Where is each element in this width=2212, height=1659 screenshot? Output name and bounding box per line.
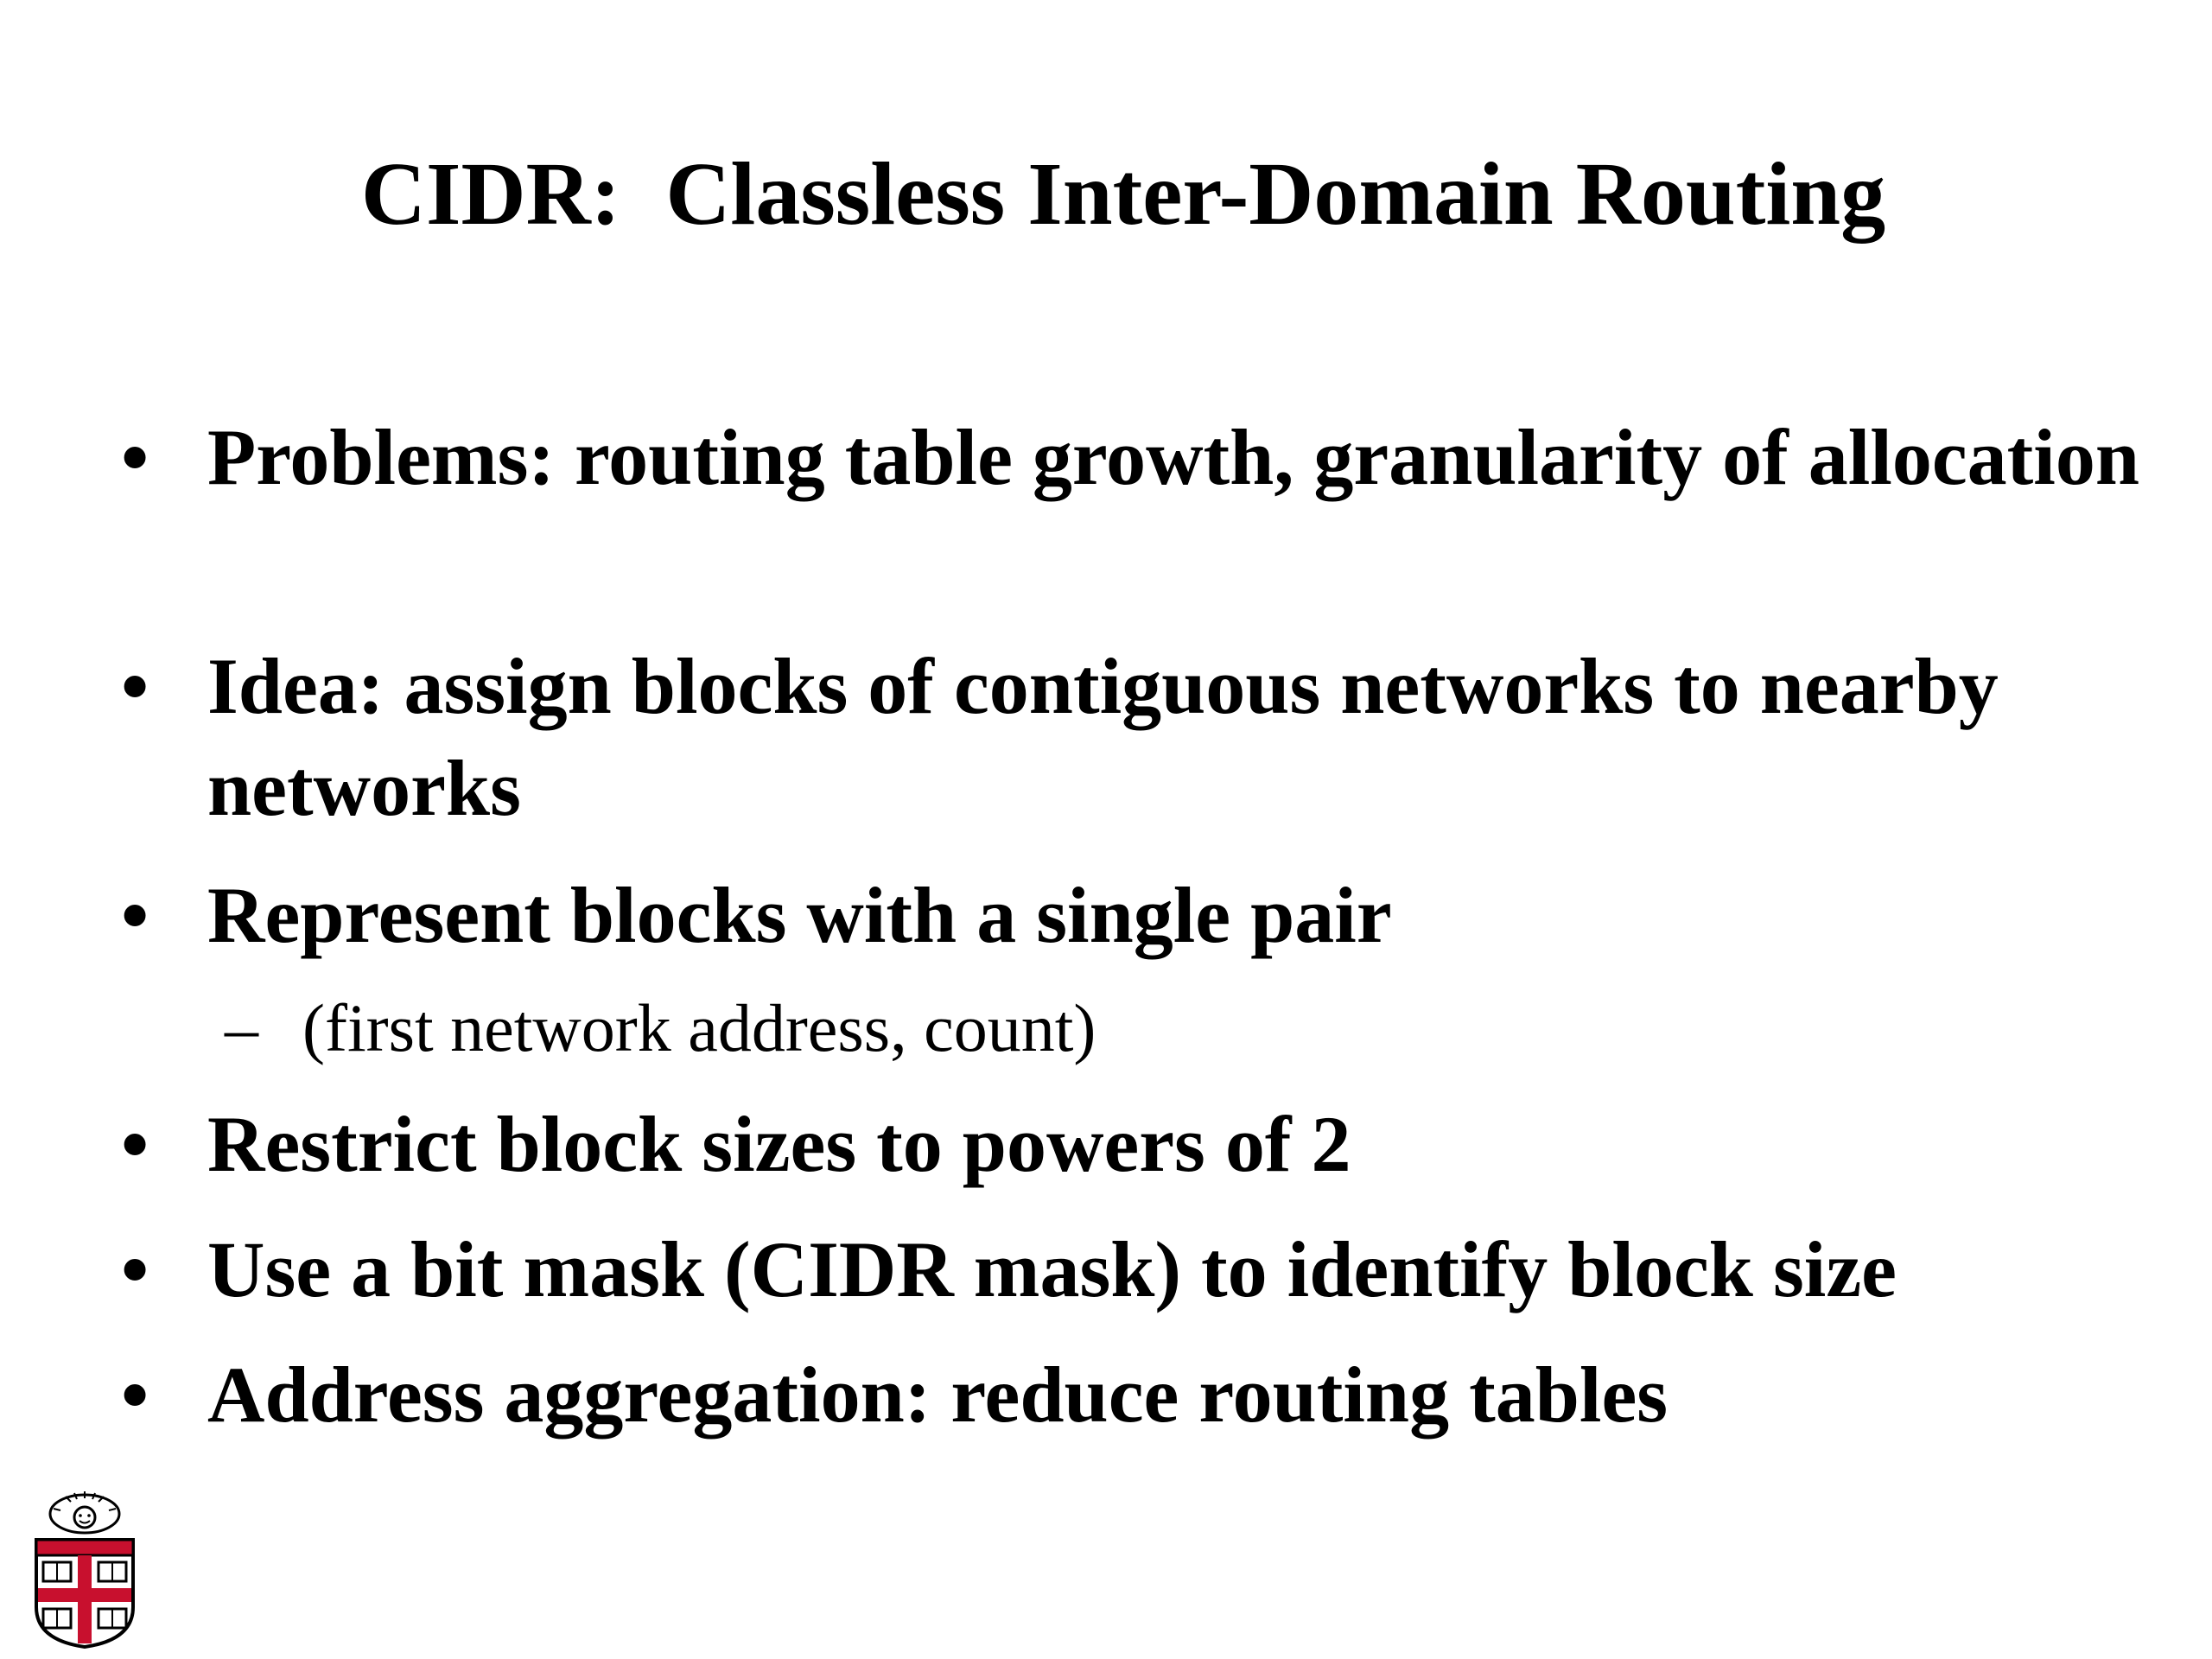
bullet-text: Idea: assign blocks of contiguous networ… [207,642,1999,832]
bullet-text: Restrict block sizes to powers of 2 [207,1100,1351,1188]
bullet-dot: • [121,871,149,959]
sub-bullet-text: (first network address, count) [302,990,1096,1065]
bullet-dot: • [121,1351,149,1439]
bullet-item-idea: • Idea: assign blocks of contiguous netw… [121,635,2152,839]
crest-shield-icon [35,1538,135,1649]
slide-title: CIDR: Classless Inter-Domain Routing [360,144,1886,244]
bullet-text: Problems: routing table growth, granular… [207,413,2140,501]
bullet-item-bitmask: • Use a bit mask (CIDR mask) to identify… [121,1218,2152,1320]
bullet-item-aggregation: • Address aggregation: reduce routing ta… [121,1344,2152,1446]
bullet-item-restrict: • Restrict block sizes to powers of 2 [121,1093,2152,1195]
bullet-text: Address aggregation: reduce routing tabl… [207,1351,1669,1439]
bullet-text: Use a bit mask (CIDR mask) to identify b… [207,1225,1897,1313]
crest-sun-icon [48,1491,121,1535]
bullet-item-represent: • Represent blocks with a single pair [121,864,2152,966]
sub-bullet-dash: – [225,990,258,1065]
bullet-text: Represent blocks with a single pair [207,871,1392,959]
bullet-dot: • [121,1100,149,1188]
bullet-dot: • [121,413,149,501]
sub-bullet-item-pair: – (first network address, count) [225,985,2031,1071]
university-crest-icon [35,1491,135,1649]
bullet-item-problems: • Problems: routing table growth, granul… [121,406,2152,508]
bullet-dot: • [121,642,149,730]
bullet-dot: • [121,1225,149,1313]
